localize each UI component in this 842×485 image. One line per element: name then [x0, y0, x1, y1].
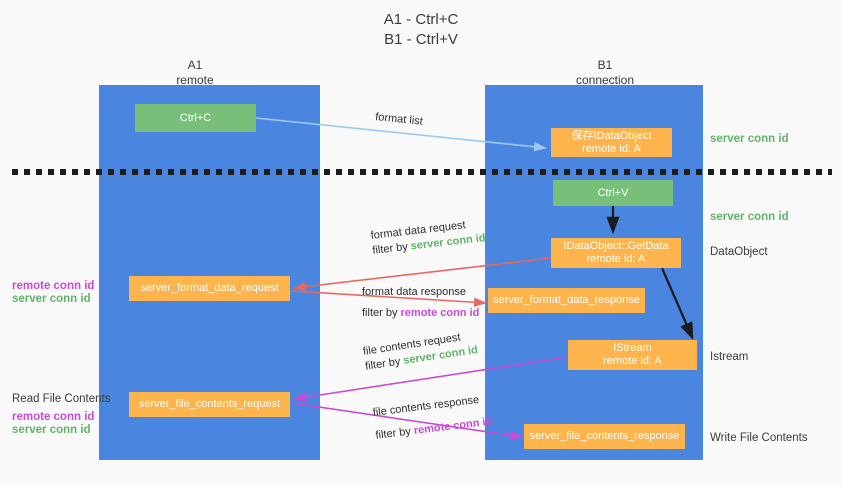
box-server-file-contents-response-line1: server_file_contents_response — [529, 430, 680, 442]
box-istream-line2: remote id: A — [603, 355, 662, 367]
note-left-remote-conn-id-1: remote conn id — [12, 280, 95, 292]
edge-label-file-contents-request: file contents request filter by server c… — [362, 328, 479, 374]
note-left-server-conn-id-2: server conn id — [12, 424, 91, 436]
box-idataobject-getdata[interactable]: IDataObject::GetData remote id: A — [551, 238, 681, 268]
box-server-format-data-request[interactable]: server_format_data_request — [129, 276, 290, 301]
box-istream[interactable]: IStream remote id: A — [568, 340, 697, 370]
note-server-conn-id-2: server conn id — [710, 211, 789, 223]
note-dataobject: DataObject — [710, 246, 768, 258]
box-save-idataobject[interactable]: 保存IDataObject remote id: A — [551, 128, 672, 157]
note-left-remote-conn-id-2: remote conn id — [12, 411, 95, 423]
edge-label-file-contents-response-filter-value: remote conn id — [413, 415, 493, 438]
lane-header-a1: A1 remote — [130, 58, 260, 88]
edge-label-format-data-request-filter-prefix: filter by — [371, 240, 412, 257]
page-title: A1 - Ctrl+C B1 - Ctrl+V — [0, 10, 842, 50]
edge-label-format-list: format list — [374, 110, 424, 130]
edge-label-format-data-response-text: format data response — [362, 286, 466, 298]
box-server-format-data-response-line1: server_format_data_response — [493, 294, 640, 306]
phase-divider-dashed-line — [12, 169, 832, 175]
note-istream: Istream — [710, 351, 749, 363]
edge-label-format-data-response-filter-prefix: filter by — [362, 307, 401, 319]
edge-label-file-contents-response-filter-prefix: filter by — [374, 425, 415, 442]
box-ctrl-v[interactable]: Ctrl+V — [553, 180, 673, 206]
edge-label-format-data-response-filter-value: remote conn id — [400, 307, 480, 319]
box-ctrl-c[interactable]: Ctrl+C — [135, 104, 256, 132]
box-save-idataobject-line2: remote id: A — [582, 142, 641, 155]
box-server-file-contents-response[interactable]: server_file_contents_response — [524, 424, 685, 449]
box-istream-line1: IStream — [613, 342, 652, 354]
note-left-server-conn-id-1: server conn id — [12, 293, 91, 305]
lane-header-b1-sub: connection — [575, 73, 635, 87]
note-server-conn-id-1: server conn id — [710, 133, 789, 145]
box-server-file-contents-request[interactable]: server_file_contents_request — [129, 392, 290, 417]
edge-label-format-data-response: format data response filter by remote co… — [362, 285, 479, 321]
box-ctrl-c-line1: Ctrl+C — [179, 111, 212, 124]
edge-label-format-data-request: format data request filter by server con… — [370, 216, 486, 259]
lane-header-b1-name: B1 — [597, 58, 613, 72]
box-server-format-data-request-line1: server_format_data_request — [140, 282, 279, 294]
lane-header-b1: B1 connection — [540, 58, 670, 88]
box-idataobject-getdata-line2: remote id: A — [586, 253, 646, 265]
note-read-file-contents: Read File Contents — [12, 393, 111, 405]
title-line-1: A1 - Ctrl+C — [383, 11, 459, 28]
edge-label-format-list-text: format list — [374, 110, 424, 128]
box-server-format-data-response[interactable]: server_format_data_response — [488, 288, 645, 313]
box-server-file-contents-request-line1: server_file_contents_request — [138, 398, 281, 410]
box-save-idataobject-line1: 保存IDataObject — [571, 129, 652, 142]
lane-header-a1-sub: remote — [176, 73, 214, 87]
edge-label-file-contents-response: file contents response filter by remote … — [372, 392, 493, 444]
box-idataobject-getdata-line1: IDataObject::GetData — [563, 240, 669, 252]
box-ctrl-v-line1: Ctrl+V — [597, 186, 629, 199]
title-line-2: B1 - Ctrl+V — [384, 31, 458, 48]
note-write-file-contents: Write File Contents — [710, 432, 808, 444]
lane-header-a1-name: A1 — [187, 58, 203, 72]
edge-label-file-contents-response-text: file contents response — [372, 393, 480, 419]
